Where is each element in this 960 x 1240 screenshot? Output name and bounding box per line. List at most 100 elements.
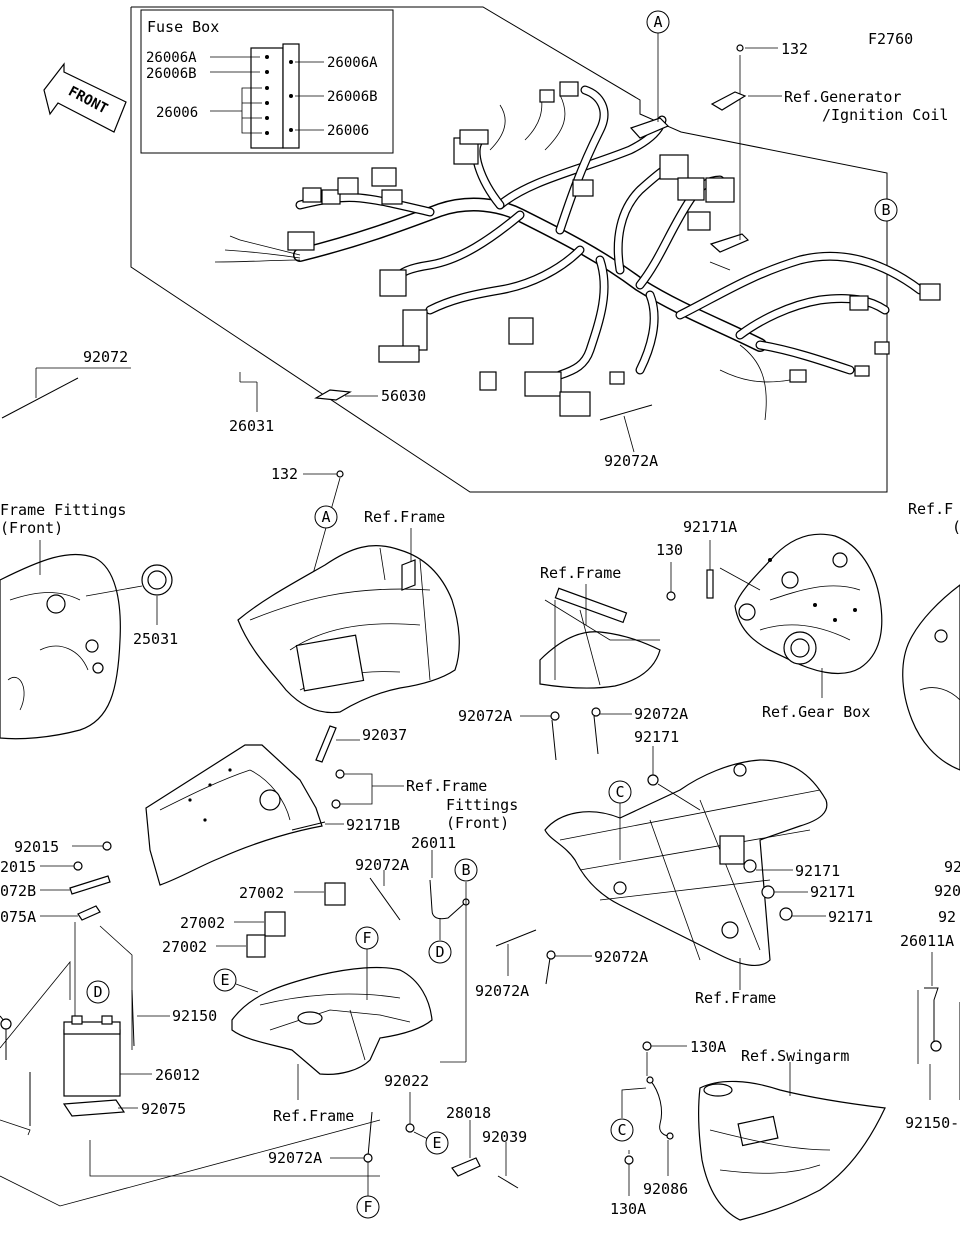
callout-C-mid: C <box>608 780 632 860</box>
fuse-label-26006-right: 26006 <box>327 123 369 139</box>
frame-top-assembly <box>237 545 460 714</box>
part-132-mid: 132 <box>271 465 298 483</box>
gear-box <box>734 533 883 675</box>
part-92072A-mid-right: 92072A <box>634 705 688 723</box>
part-26012: 26012 <box>155 1066 200 1084</box>
callout-B-mid: B <box>454 858 478 882</box>
fuse-label-26006B-left: 26006B <box>146 66 197 82</box>
svg-text:D: D <box>93 983 102 1001</box>
ref-frame-fittings-center-3: (Front) <box>446 814 509 832</box>
svg-text:B: B <box>461 861 470 879</box>
ref-gear-box: Ref.Gear Box <box>762 703 870 721</box>
main-frame <box>544 759 828 967</box>
svg-text:B: B <box>881 201 890 219</box>
front-arrow: FRONT <box>43 62 127 133</box>
right-frame-fitting <box>902 584 960 771</box>
harness-wires <box>214 89 791 421</box>
part-130: 130 <box>656 541 683 559</box>
bracket-plate <box>145 744 323 886</box>
part-26011: 26011 <box>411 834 456 852</box>
svg-text:C: C <box>617 1121 626 1139</box>
svg-text:F: F <box>362 929 371 947</box>
ref-frame-1: Ref.Frame <box>364 508 445 526</box>
ref-frame-3: Ref.Frame <box>695 989 776 1007</box>
callout-D-battery: D <box>86 980 110 1004</box>
part-25031: 25031 <box>133 630 178 648</box>
callout-D-mid: D <box>428 940 452 964</box>
svg-text:E: E <box>432 1134 441 1152</box>
part-27002-b: 27002 <box>180 914 225 932</box>
fuse-label-26006-left: 26006 <box>156 105 198 121</box>
part-130A-bottom: 130A <box>610 1200 646 1218</box>
part-28018: 28018 <box>446 1104 491 1122</box>
ref-frame-2: Ref.Frame <box>540 564 621 582</box>
part-92015-a: 92015 <box>14 838 59 856</box>
frame-mid-bracket <box>539 587 661 689</box>
part-92039: 92039 <box>482 1128 527 1146</box>
part-92072A-bottom: 92072A <box>268 1149 322 1167</box>
ref-generator: Ref.Generator <box>784 88 901 106</box>
part-26031: 26031 <box>229 417 274 435</box>
part-92171-a: 92171 <box>795 862 840 880</box>
part-92-right-b: 920 <box>934 882 960 900</box>
part-27002-a: 27002 <box>239 884 284 902</box>
part-92072B: 072B <box>0 882 36 900</box>
lower-frame-tray <box>231 966 433 1075</box>
part-130A-top: 130A <box>690 1038 726 1056</box>
part-92022: 92022 <box>384 1072 429 1090</box>
part-92171-b: 92171 <box>810 883 855 901</box>
part-56030: 56030 <box>381 387 426 405</box>
main-harness-panel: Fuse Box 26006A 26006B 26006 26006A 2600… <box>130 6 941 493</box>
diagram-code: F2760 <box>868 30 913 48</box>
part-92072A-frame-b: 92072A <box>594 948 648 966</box>
svg-text:E: E <box>220 971 229 989</box>
part-92015-b: 2015 <box>0 858 36 876</box>
callout-B-top: B <box>874 198 898 222</box>
fuse-box-title: Fuse Box <box>147 18 219 36</box>
svg-text:C: C <box>615 783 624 801</box>
part-26011A: 26011A <box>900 932 954 950</box>
svg-text:A: A <box>653 13 662 31</box>
part-92072A-harness: 92072A <box>604 452 658 470</box>
callout-C-bottom: C <box>610 1118 634 1142</box>
part-27002-c: 27002 <box>162 938 207 956</box>
part-92072A-mid-left: 92072A <box>458 707 512 725</box>
svg-text:D: D <box>435 943 444 961</box>
part-92072A-frame-a: 92072A <box>475 982 529 1000</box>
frame-fittings-front-cover <box>0 553 121 740</box>
battery <box>63 1015 121 1097</box>
ref-frame-fittings-center-2: Fittings <box>446 796 518 814</box>
ref-frame-4: Ref.Frame <box>273 1107 354 1125</box>
part-92150-right: 92150- <box>905 1114 959 1132</box>
part-92-right-c: 92 <box>938 908 956 926</box>
part-92171-top: 92171 <box>634 728 679 746</box>
ref-frame-fittings-left: Frame Fittings <box>0 501 126 519</box>
fuse-label-26006A-right: 26006A <box>327 55 378 71</box>
swingarm <box>698 1080 886 1221</box>
part-92171B: 92171B <box>346 816 400 834</box>
ref-swingarm: Ref.Swingarm <box>741 1047 849 1065</box>
callout-A-top: A <box>646 10 670 122</box>
part-92150: 92150 <box>172 1007 217 1025</box>
part-92086: 92086 <box>643 1180 688 1198</box>
fuse-label-26006A-left: 26006A <box>146 50 197 66</box>
part-92171-c: 92171 <box>828 908 873 926</box>
part-92-right-a: 92 <box>944 858 960 876</box>
fuse-label-26006B-right: 26006B <box>327 89 378 105</box>
svg-text:F: F <box>363 1198 372 1216</box>
part-92075A: 075A <box>0 908 36 926</box>
callout-E-bottom: E <box>425 1131 449 1155</box>
ref-frame-fittings-center: Ref.Frame <box>406 777 487 795</box>
callout-F-bottom: F <box>356 1195 380 1219</box>
svg-text:A: A <box>321 508 330 526</box>
callout-A-mid: A <box>314 505 338 529</box>
part-92075: 92075 <box>141 1100 186 1118</box>
ref-f-right: Ref.F <box>908 500 953 518</box>
part-92171A: 92171A <box>683 518 737 536</box>
part-92037: 92037 <box>362 726 407 744</box>
harness-connectors <box>287 81 941 417</box>
ref-ignition-coil: /Ignition Coil <box>822 106 948 124</box>
ref-f-right-2: ( <box>952 518 960 536</box>
part-92072A-lower: 92072A <box>355 856 409 874</box>
